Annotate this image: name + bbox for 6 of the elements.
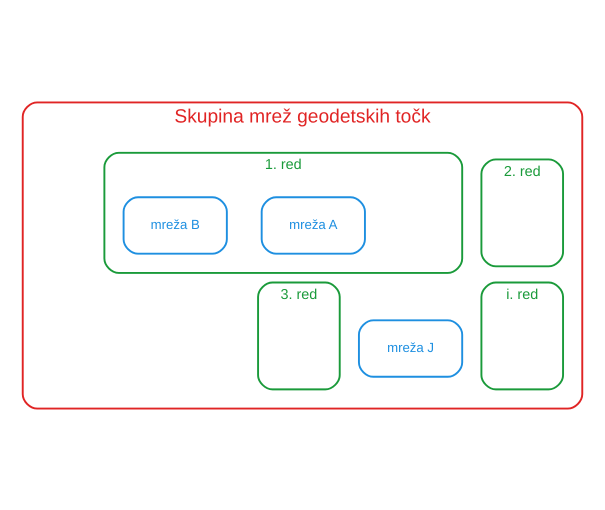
- node-box: i. red: [480, 281, 564, 390]
- node-box: mreža A: [260, 196, 366, 254]
- node-box: mreža J: [358, 318, 464, 378]
- node-box: 3. red: [257, 281, 341, 390]
- node-box: 2. red: [480, 158, 564, 267]
- node-box: mreža B: [122, 196, 228, 254]
